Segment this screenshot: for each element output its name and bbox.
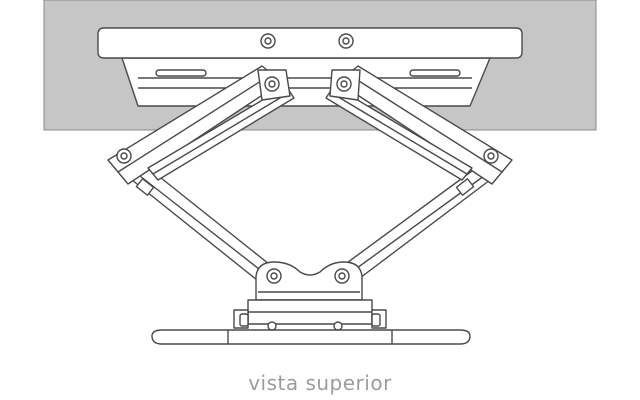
wall-plate <box>97 27 523 59</box>
left-elbow-clip <box>135 178 155 196</box>
bolt-icon <box>260 33 276 49</box>
bolt-icon <box>338 33 354 49</box>
arm-edge <box>117 73 273 173</box>
arm-edge <box>347 73 503 173</box>
wall-bracket <box>121 57 491 107</box>
bracket-slot <box>155 69 207 77</box>
bracket-slot <box>409 69 461 77</box>
bolt-icon <box>116 148 132 164</box>
arm-edge <box>139 175 269 277</box>
tilt-knob-left <box>239 313 249 327</box>
tv-plate <box>151 329 471 345</box>
tilt-knob-right <box>371 313 381 327</box>
head-block <box>255 261 363 301</box>
bolt-icon <box>336 76 352 92</box>
arm-edge <box>152 91 291 175</box>
bolt-icon <box>266 268 282 284</box>
arm-edge <box>329 91 468 175</box>
right-elbow-clip <box>455 178 475 196</box>
bolt-icon <box>334 268 350 284</box>
bolt-icon <box>333 321 343 331</box>
bolt-icon <box>264 76 280 92</box>
bolt-icon <box>267 321 277 331</box>
bolt-icon <box>483 148 499 164</box>
caption: vista superior <box>248 371 392 395</box>
